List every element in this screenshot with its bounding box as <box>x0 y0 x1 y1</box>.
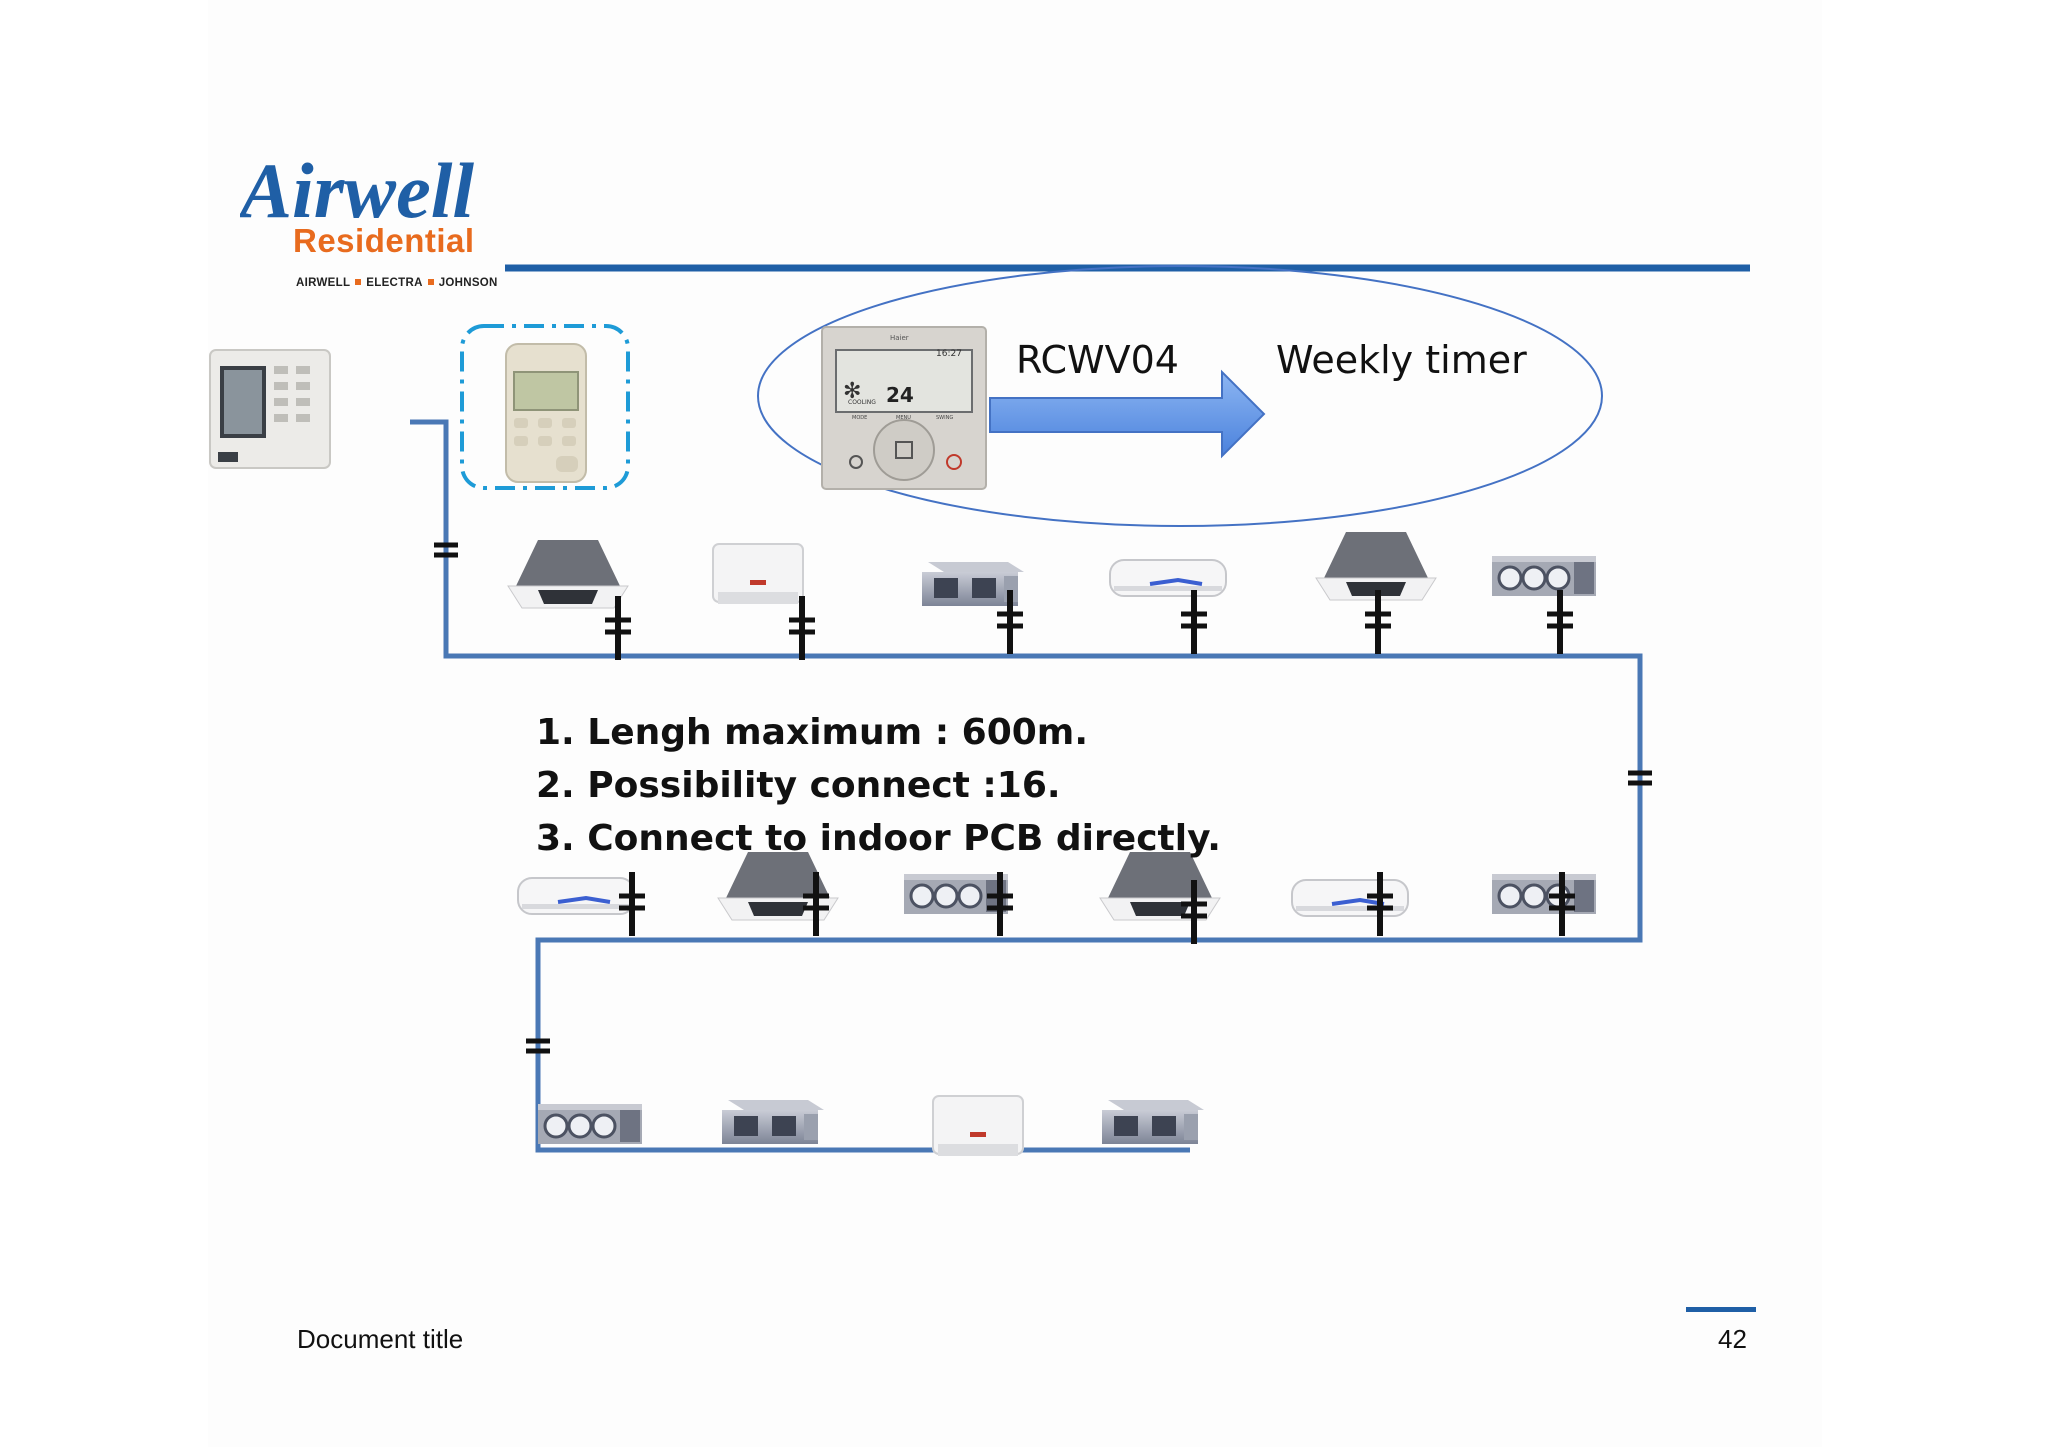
page-number: 42 <box>1718 1324 1747 1354</box>
rcwv04-controller-icon: ✻ 16:27 24 COOLING Haier MODE MENU SWING <box>821 326 987 490</box>
footer-accent-bar <box>1686 1307 1756 1312</box>
controller-time: 16:27 <box>936 349 962 359</box>
duct-unit-icon <box>1490 554 1598 598</box>
controller-button-label: MODE <box>852 415 867 421</box>
slide-background <box>208 0 1822 1447</box>
brand-separator <box>355 279 362 285</box>
indoor-unit-row-2 <box>516 851 1598 944</box>
wall-unit-icon <box>516 876 636 916</box>
document-title: Document title <box>297 1324 464 1354</box>
spec-item: 3. Connect to indoor PCB directly. <box>536 818 1221 859</box>
arrow-to-feature <box>989 369 1266 459</box>
floor-ceiling-unit-icon <box>712 543 804 605</box>
wireless-receiver-frame <box>460 324 630 490</box>
duct-unit-icon <box>1102 1100 1204 1144</box>
cassette-unit-icon <box>507 539 629 609</box>
spec-item: 1. Lengh maximum : 600m. <box>536 712 1088 753</box>
wired-controller-icon <box>209 349 331 469</box>
svg-text:✻: ✻ <box>843 379 861 404</box>
wall-unit-icon <box>1108 558 1228 598</box>
controller-model-label: RCWV04 <box>1016 338 1179 382</box>
controller-feature-label: Weekly timer <box>1276 338 1527 382</box>
floor-ceiling-unit-icon <box>932 1095 1024 1157</box>
spec-item: 2. Possibility connect :16. <box>536 765 1061 806</box>
indoor-unit-row-1 <box>507 531 1598 660</box>
brand-name: JOHNSON <box>438 277 498 289</box>
logo-script-text: Airwell <box>240 147 474 230</box>
airwell-logo: Airwell <box>240 147 474 230</box>
controller-brand: Haier <box>890 334 909 342</box>
duct-unit-icon <box>722 1100 824 1144</box>
highlight-ellipse <box>757 265 1603 527</box>
logo-residential: Residential <box>293 222 475 259</box>
controller-button-label: SWING <box>936 415 953 421</box>
controller-temp: 24 <box>886 383 914 407</box>
unit-connector-mark <box>1181 590 1207 654</box>
brand-separator <box>427 279 434 285</box>
indoor-unit-row-3 <box>536 1095 1204 1157</box>
wireless-remote-icon <box>505 343 587 483</box>
cassette-unit-icon <box>1315 531 1437 601</box>
brand-name: ELECTRA <box>366 277 423 289</box>
controller-mode: COOLING <box>848 399 876 406</box>
spec-list: 1. Lengh maximum : 600m. 2. Possibility … <box>536 706 1221 865</box>
logo-brand-list: AIRWELL ELECTRA JOHNSON <box>296 277 498 289</box>
brand-name: AIRWELL <box>296 277 351 289</box>
duct-unit-icon <box>536 1102 644 1146</box>
unit-connector-mark <box>1547 590 1573 654</box>
unit-connector-mark <box>789 596 815 660</box>
duct-unit-icon <box>1490 872 1598 916</box>
controller-button-label: MENU <box>896 415 911 421</box>
